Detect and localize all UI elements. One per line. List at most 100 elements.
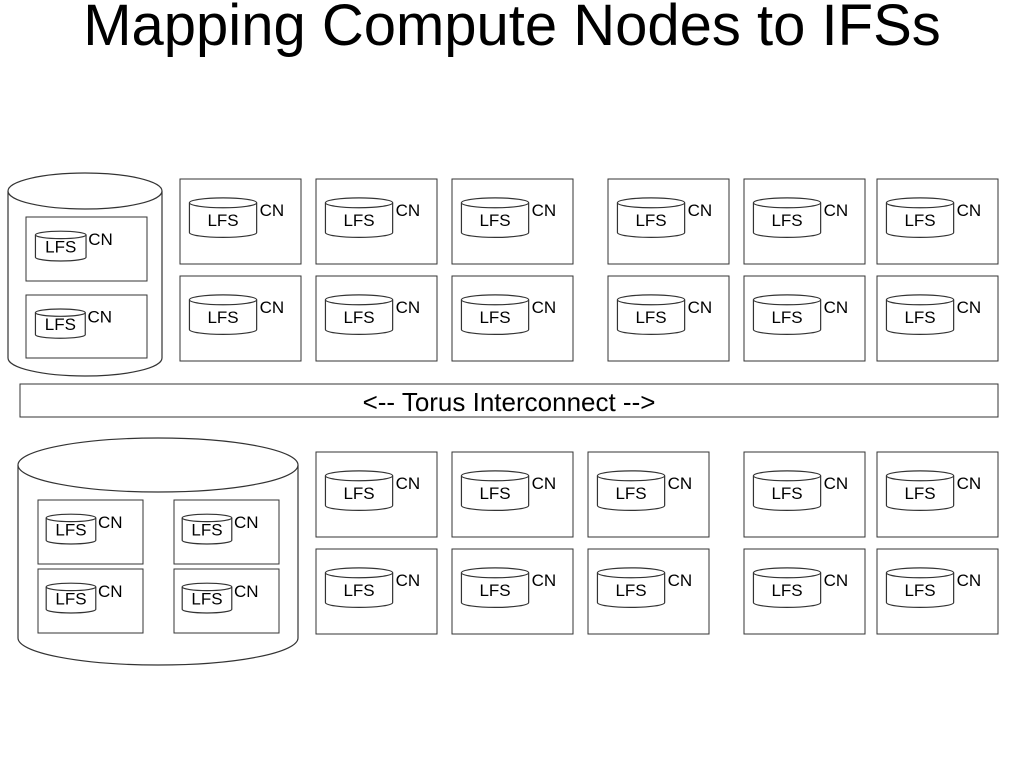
- compute-node: LFS CN: [173, 499, 280, 565]
- compute-node: LFS CN: [876, 178, 999, 265]
- lfs-label: LFS: [635, 211, 666, 230]
- compute-node: LFS CN: [607, 178, 730, 265]
- lfs-label: LFS: [479, 581, 510, 600]
- lfs-cylinder-icon: [885, 567, 955, 608]
- lfs-cylinder-icon: [188, 197, 258, 238]
- compute-node: LFS CN: [25, 216, 148, 282]
- lfs-cylinder-icon: [181, 513, 233, 545]
- compute-node: LFS CN: [607, 275, 730, 362]
- interconnect-label: <-- Torus Interconnect -->: [363, 387, 656, 417]
- compute-node: LFS CN: [743, 451, 866, 538]
- lfs-label: LFS: [479, 211, 510, 230]
- compute-node: LFS CN: [743, 275, 866, 362]
- compute-node: LFS CN: [876, 548, 999, 635]
- cn-label: CN: [234, 513, 259, 532]
- compute-node: LFS CN: [173, 568, 280, 634]
- lfs-label: LFS: [207, 211, 238, 230]
- lfs-label: LFS: [191, 520, 222, 539]
- cn-label: CN: [957, 571, 982, 590]
- page-title: Mapping Compute Nodes to IFSs: [83, 0, 941, 58]
- cn-label: CN: [824, 201, 849, 220]
- lfs-label: LFS: [343, 211, 374, 230]
- lfs-cylinder-icon: [324, 294, 394, 335]
- torus-interconnect: <-- Torus Interconnect -->: [19, 383, 999, 418]
- cn-label: CN: [260, 201, 285, 220]
- compute-nodes: LFS CN LFS CN LFS CN LFS CN LFS CN LFS CN LFS CN LFS CN…: [25, 178, 999, 635]
- lfs-cylinder-icon: [34, 308, 86, 339]
- cn-label: CN: [957, 201, 982, 220]
- lfs-cylinder-icon: [752, 294, 822, 335]
- lfs-cylinder-icon: [324, 567, 394, 608]
- compute-node: LFS CN: [315, 275, 438, 362]
- cn-label: CN: [532, 298, 557, 317]
- cn-label: CN: [688, 298, 713, 317]
- lfs-label: LFS: [207, 308, 238, 327]
- compute-node: LFS CN: [37, 499, 144, 565]
- lfs-cylinder-icon: [885, 197, 955, 238]
- lfs-label: LFS: [191, 589, 222, 608]
- lfs-label: LFS: [45, 315, 76, 334]
- cn-label: CN: [957, 474, 982, 493]
- lfs-label: LFS: [635, 308, 666, 327]
- cn-label: CN: [87, 308, 112, 327]
- lfs-label: LFS: [904, 308, 935, 327]
- lfs-cylinder-icon: [752, 470, 822, 511]
- lfs-cylinder-icon: [460, 197, 530, 238]
- lfs-label: LFS: [771, 484, 802, 503]
- lfs-cylinder-icon: [188, 294, 258, 335]
- cn-label: CN: [396, 201, 421, 220]
- cn-label: CN: [824, 298, 849, 317]
- compute-node: LFS CN: [315, 178, 438, 265]
- cn-label: CN: [532, 201, 557, 220]
- compute-node: LFS CN: [451, 548, 574, 635]
- lfs-cylinder-icon: [885, 294, 955, 335]
- lfs-label: LFS: [771, 308, 802, 327]
- lfs-cylinder-icon: [460, 567, 530, 608]
- compute-node: LFS CN: [451, 178, 574, 265]
- lfs-cylinder-icon: [324, 197, 394, 238]
- cn-label: CN: [824, 474, 849, 493]
- lfs-label: LFS: [479, 308, 510, 327]
- cn-label: CN: [98, 513, 123, 532]
- lfs-label: LFS: [55, 589, 86, 608]
- lfs-label: LFS: [343, 308, 374, 327]
- lfs-label: LFS: [615, 484, 646, 503]
- lfs-label: LFS: [45, 237, 76, 256]
- lfs-label: LFS: [343, 581, 374, 600]
- lfs-cylinder-icon: [616, 197, 686, 238]
- cn-label: CN: [234, 582, 259, 601]
- lfs-label: LFS: [904, 211, 935, 230]
- lfs-cylinder-icon: [181, 582, 233, 614]
- lfs-label: LFS: [904, 581, 935, 600]
- compute-node: LFS CN: [451, 275, 574, 362]
- cn-label: CN: [88, 230, 113, 249]
- cn-label: CN: [688, 201, 713, 220]
- lfs-label: LFS: [771, 581, 802, 600]
- lfs-cylinder-icon: [885, 470, 955, 511]
- compute-node: LFS CN: [25, 294, 148, 359]
- lfs-cylinder-icon: [324, 470, 394, 511]
- lfs-cylinder-icon: [460, 470, 530, 511]
- cn-label: CN: [396, 474, 421, 493]
- cn-label: CN: [532, 571, 557, 590]
- lfs-label: LFS: [771, 211, 802, 230]
- lfs-cylinder-icon: [596, 470, 666, 511]
- lfs-cylinder-icon: [45, 582, 97, 614]
- lfs-cylinder-icon: [616, 294, 686, 335]
- lfs-label: LFS: [55, 520, 86, 539]
- lfs-cylinder-icon: [596, 567, 666, 608]
- cn-label: CN: [396, 298, 421, 317]
- compute-node: LFS CN: [743, 178, 866, 265]
- lfs-cylinder-icon: [752, 567, 822, 608]
- cn-label: CN: [532, 474, 557, 493]
